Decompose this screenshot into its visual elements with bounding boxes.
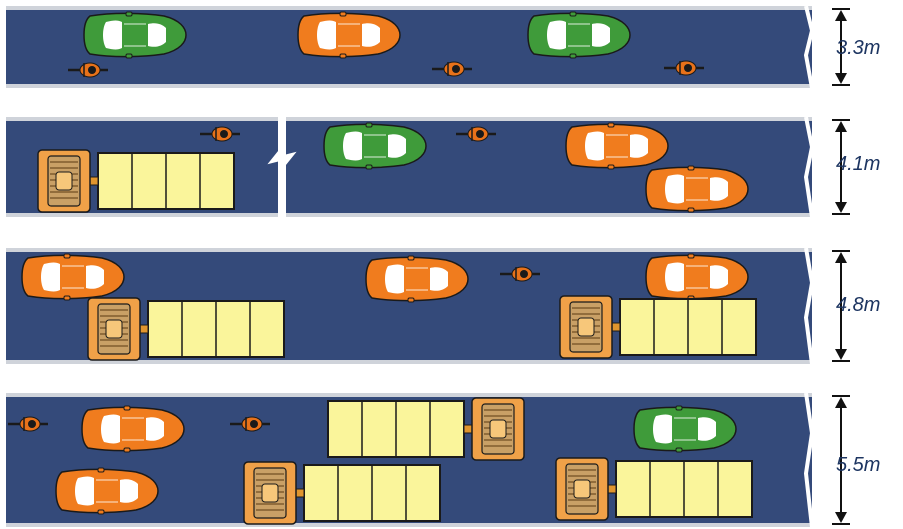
- truck-3: [560, 296, 756, 358]
- car-green-3: [324, 123, 426, 169]
- truck-1: [38, 150, 234, 212]
- car-orange-6: [646, 254, 748, 300]
- car-green-4: [634, 406, 736, 452]
- car-green-2: [528, 12, 630, 58]
- lane-edge-top: [6, 117, 812, 121]
- lane-width-label-4: 5.5m: [836, 454, 898, 477]
- lane-edge-top: [6, 393, 812, 397]
- truck-6: [556, 458, 752, 520]
- truck-4: [328, 398, 524, 460]
- lane-edge-top: [6, 6, 812, 10]
- lane-width-label-3: 4.8m: [836, 294, 898, 317]
- car-green-1: [84, 12, 186, 58]
- car-orange-2: [566, 123, 668, 169]
- truck-5: [244, 462, 440, 524]
- lane-edge-top: [6, 248, 812, 252]
- truck-2: [88, 298, 284, 360]
- lane-edge-bottom: [6, 213, 812, 217]
- car-orange-5: [366, 256, 468, 302]
- car-orange-1: [298, 12, 400, 58]
- dimension-arrows: [832, 9, 850, 524]
- car-orange-4: [22, 254, 124, 300]
- car-orange-7: [82, 406, 184, 452]
- lane-edge-bottom: [6, 84, 812, 88]
- car-orange-8: [56, 468, 158, 514]
- lane-width-label-1: 3.3m: [836, 37, 898, 60]
- car-orange-3: [646, 166, 748, 212]
- lane-edge-bottom: [6, 523, 812, 527]
- lane-width-label-2: 4.1m: [836, 153, 898, 176]
